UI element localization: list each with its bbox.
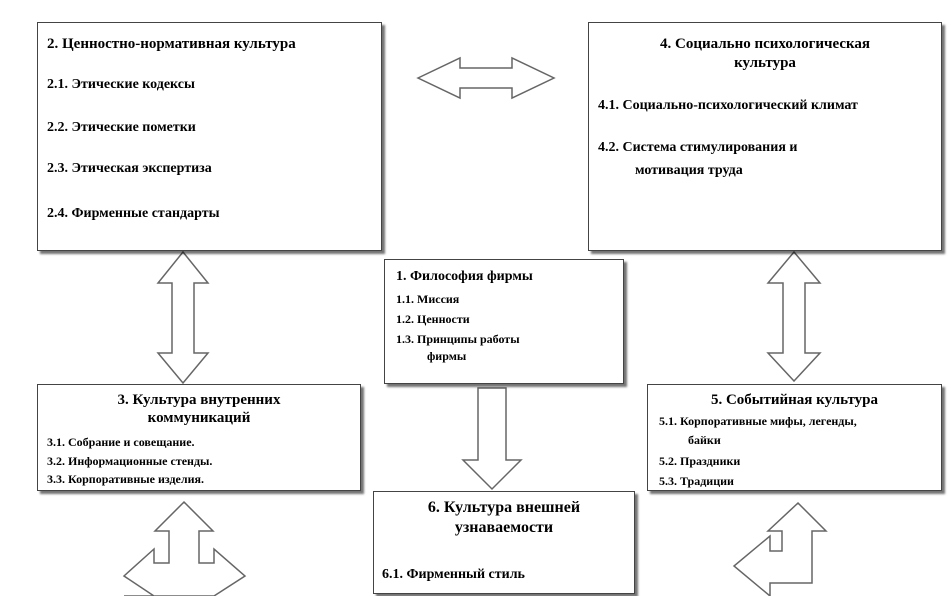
box4-item-1: 4.1. Социально-психологический климат: [598, 98, 858, 113]
box2-item-4: 2.4. Фирменные стандарты: [47, 206, 220, 221]
box2-item-3: 2.3. Этическая экспертиза: [47, 161, 212, 176]
box6-title-line1: 6. Культура внешней: [427, 499, 581, 516]
box-company-philosophy: 1. Философия фирмы 1.1. Миссия 1.2. Ценн…: [384, 259, 624, 384]
double-arrow-4-5: [766, 250, 822, 383]
arrow-1-to-6: [461, 387, 523, 491]
double-arrow-2-3: [156, 250, 210, 385]
box4-item-2-line2: мотивация труда: [635, 163, 743, 178]
turn-arrow-right: [732, 501, 828, 596]
box3-title-line2: коммуникаций: [147, 410, 251, 426]
box1-title: 1. Философия фирмы: [396, 269, 533, 284]
box4-title-line2: культура: [734, 55, 796, 71]
box-value-normative-culture: 2. Ценностно-нормативная культура 2.1. Э…: [37, 22, 382, 251]
box3-item-3: 3.3. Корпоративные изделия.: [47, 472, 205, 486]
box5-item-1-line2: байки: [688, 433, 721, 447]
box1-item-2: 1.2. Ценности: [396, 312, 470, 326]
three-way-arrow-left: [122, 500, 247, 596]
box-internal-communications-culture: 3. Культура внутренних коммуникаций 3.1.…: [37, 384, 361, 491]
box2-title: 2. Ценностно-нормативная культура: [47, 36, 296, 52]
box2-item-2: 2.2. Этические пометки: [47, 120, 196, 135]
box5-item-1-line1: 5.1. Корпоративные мифы, легенды,: [659, 414, 857, 428]
box4-item-2-line1: 4.2. Система стимулирования и: [598, 140, 798, 155]
box5-title: 5. Событийная культура: [710, 392, 879, 408]
box3-title-line1: 3. Культура внутренних: [117, 392, 281, 408]
box6-title-line2: узнаваемости: [454, 519, 554, 536]
box3-item-1: 3.1. Собрание и совещание.: [47, 435, 195, 449]
box-external-recognition-culture: 6. Культура внешней узнаваемости 6.1. Фи…: [373, 491, 635, 594]
box-social-psychological-culture: 4. Социально психологическая культура 4.…: [588, 22, 942, 251]
box1-item-3-line1: 1.3. Принципы работы: [396, 332, 520, 346]
box4-title-line1: 4. Социально психологическая: [659, 36, 871, 52]
box6-item-1: 6.1. Фирменный стиль: [382, 567, 525, 582]
box1-item-3-line2: фирмы: [427, 349, 467, 363]
double-arrow-2-4: [416, 56, 556, 100]
box5-item-2: 5.2. Праздники: [659, 454, 741, 468]
box3-item-2: 3.2. Информационные стенды.: [47, 454, 213, 468]
box5-item-3: 5.3. Традиции: [659, 474, 734, 488]
box1-item-1: 1.1. Миссия: [396, 292, 460, 306]
box2-item-1: 2.1. Этические кодексы: [47, 77, 195, 92]
box-event-culture: 5. Событийная культура 5.1. Корпоративны…: [647, 384, 942, 491]
